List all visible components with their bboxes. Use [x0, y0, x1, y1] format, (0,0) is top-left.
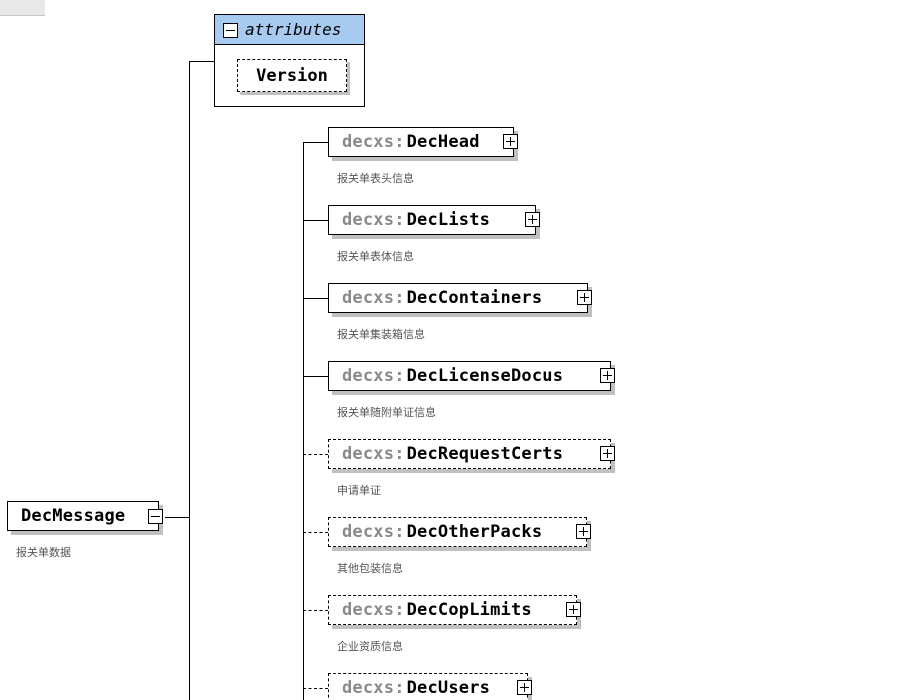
attributes-group: attributes Version	[214, 14, 365, 107]
element-prefix: decxs	[342, 210, 395, 230]
child-element-node[interactable]: decxs:DecCopLimits	[328, 595, 577, 625]
attribute-version-label: Version	[256, 65, 328, 86]
child-connector	[303, 610, 328, 611]
element-name: DecOtherPacks	[406, 522, 543, 542]
plus-square-icon[interactable]	[600, 446, 615, 461]
prefix-separator: :	[394, 522, 405, 542]
prefix-separator: :	[394, 288, 405, 308]
element-doc: 报关单表体信息	[337, 250, 414, 263]
root-element-doc: 报关单数据	[16, 546, 71, 559]
child-connector	[303, 142, 328, 143]
window-tab[interactable]	[0, 0, 45, 16]
child-element-node[interactable]: decxs:DecHead	[328, 127, 514, 157]
element-name: DecUsers	[406, 678, 491, 698]
child-element-node[interactable]: decxs:DecLicenseDocus	[328, 361, 611, 391]
child-connector	[303, 220, 328, 221]
plus-square-icon[interactable]	[600, 368, 615, 383]
element-name: DecLists	[406, 210, 491, 230]
element-prefix: decxs	[342, 678, 395, 698]
element-name: DecRequestCerts	[406, 444, 564, 464]
root-element-name: DecMessage	[21, 506, 126, 526]
element-name: DecCopLimits	[406, 600, 532, 620]
plus-square-icon[interactable]	[517, 680, 532, 695]
plus-square-icon[interactable]	[576, 524, 591, 539]
child-connector	[303, 532, 328, 533]
element-doc: 报关单表头信息	[337, 172, 414, 185]
minus-square-icon[interactable]	[148, 509, 163, 524]
element-prefix: decxs	[342, 132, 395, 152]
element-doc: 报关单随附单证信息	[337, 406, 436, 419]
element-name: DecContainers	[406, 288, 543, 308]
element-prefix: decxs	[342, 444, 395, 464]
prefix-separator: :	[394, 600, 405, 620]
child-element-node[interactable]: decxs:DecUsers	[328, 673, 528, 700]
plus-square-icon[interactable]	[566, 602, 581, 617]
element-doc: 报关单集装箱信息	[337, 328, 425, 341]
child-element-node[interactable]: decxs:DecOtherPacks	[328, 517, 587, 547]
child-connector	[303, 454, 328, 455]
element-prefix: decxs	[342, 366, 395, 386]
plus-square-icon[interactable]	[503, 134, 518, 149]
child-element-node[interactable]: decxs:DecRequestCerts	[328, 439, 611, 469]
prefix-separator: :	[394, 210, 405, 230]
attributes-header[interactable]: attributes	[215, 15, 364, 45]
element-name: DecHead	[406, 132, 480, 152]
prefix-separator: :	[394, 444, 405, 464]
prefix-separator: :	[394, 366, 405, 386]
child-element-node[interactable]: decxs:DecContainers	[328, 283, 588, 313]
element-doc: 申请单证	[337, 484, 381, 497]
element-prefix: decxs	[342, 522, 395, 542]
minus-square-icon[interactable]	[223, 23, 238, 38]
child-element-node[interactable]: decxs:DecLists	[328, 205, 536, 235]
element-prefix: decxs	[342, 288, 395, 308]
element-prefix: decxs	[342, 600, 395, 620]
attributes-connector	[189, 61, 215, 62]
element-doc: 企业资质信息	[337, 640, 403, 653]
prefix-separator: :	[394, 132, 405, 152]
root-connector	[165, 517, 190, 518]
plus-square-icon[interactable]	[577, 290, 592, 305]
plus-square-icon[interactable]	[525, 212, 540, 227]
attributes-label: attributes	[245, 20, 342, 39]
root-element-node[interactable]: DecMessage	[7, 501, 159, 531]
sequence-branch-connector	[303, 142, 304, 700]
attribute-version[interactable]: Version	[237, 59, 347, 92]
child-connector	[303, 376, 328, 377]
trunk-connector	[189, 61, 190, 700]
element-name: DecLicenseDocus	[406, 366, 564, 386]
child-connector	[303, 298, 328, 299]
prefix-separator: :	[394, 678, 405, 698]
element-doc: 其他包装信息	[337, 562, 403, 575]
child-connector	[303, 688, 328, 689]
